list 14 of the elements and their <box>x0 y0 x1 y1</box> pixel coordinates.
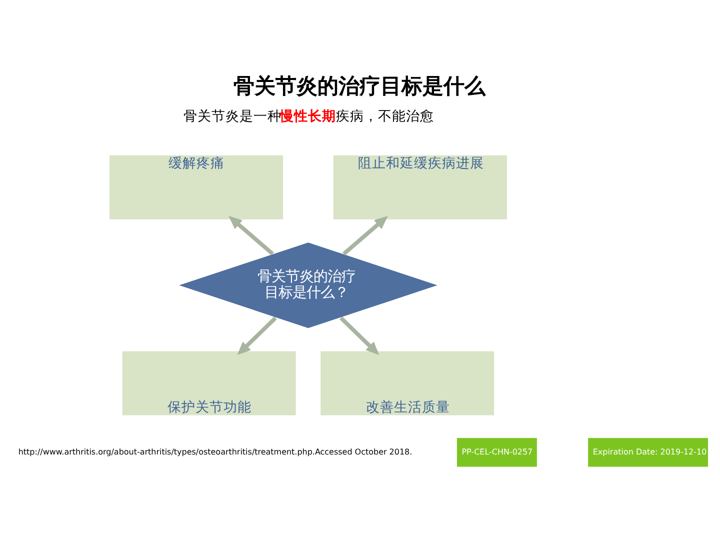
arrow <box>342 215 388 255</box>
node-box: 缓解疼痛 <box>110 154 284 219</box>
arrow <box>340 316 380 355</box>
node-box: 阻止和延缓疾病进展 <box>333 154 507 219</box>
label: http://www.arthritis.org/about-arthritis/types/osteoarthritis/treatment.php.Accessed October 2018. <box>18 446 412 456</box>
arrow <box>237 316 277 355</box>
label: Expiration Date: 2019-12-10 <box>592 446 707 456</box>
node-box: 保护关节功能 <box>122 350 296 415</box>
diagram-title: 骨关节炎的治疗目标是什么 <box>234 74 486 98</box>
node-diamond: 骨关节炎的治疗目标是什么？ <box>176 241 440 328</box>
label: PP-CEL-CHN-0257 <box>462 446 533 456</box>
arrow <box>228 215 274 255</box>
node-box: 改善生活质量 <box>320 350 494 415</box>
label: 骨关节炎是一种慢性长期疾病，不能治愈 <box>183 108 434 124</box>
